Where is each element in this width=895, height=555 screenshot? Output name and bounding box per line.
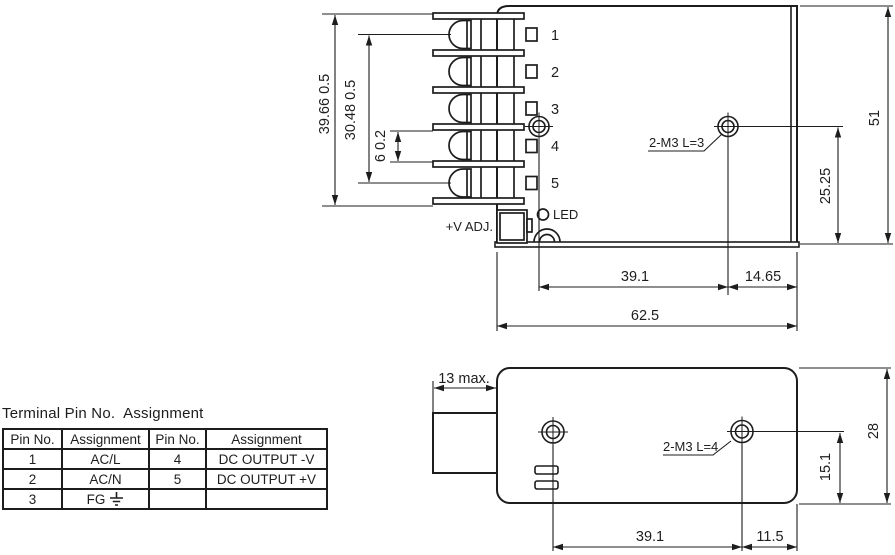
header-pin-no: Pin No.: [148, 428, 207, 450]
dim-hole-to-edge-side: 11.5: [756, 529, 783, 545]
pin-label-3: 3: [551, 102, 559, 118]
dim-pin-gap: 6 0.2: [373, 130, 389, 162]
led-indicator: [536, 208, 550, 221]
mounting-hole-icon: [538, 417, 568, 447]
assignment-cell: AC/N: [61, 468, 150, 490]
dim-case-height-side: 28: [866, 423, 882, 439]
terminal-block: [432, 12, 538, 205]
assignment-cell: AC/L: [61, 448, 150, 470]
screw-note-top: 2-M3 L=3: [649, 135, 704, 150]
pin-cell: 1: [2, 448, 63, 470]
dimensions-side-view: 13 max. 28 15.1 39.1 11.5 2-M3 L=4: [432, 367, 891, 551]
pin-assignment-table: Pin No. Assignment Pin No. Assignment 1 …: [2, 428, 328, 510]
assignment-cell: DC OUTPUT +V: [205, 468, 328, 490]
dim-pin-span: 30.48 0.5: [343, 80, 359, 140]
led-label: LED: [553, 207, 578, 222]
cable-bushing-icon: [533, 228, 561, 243]
terminal-pads: [525, 27, 538, 191]
case-outline-side: [432, 367, 798, 504]
screw-note-side: 2-M3 L=4: [663, 439, 718, 454]
side-view: 13 max. 28 15.1 39.1 11.5 2-M3 L=4: [432, 367, 891, 551]
earth-ground-icon: [110, 491, 124, 506]
header-pin-no: Pin No.: [2, 428, 63, 450]
pin-cell: 3: [2, 488, 63, 510]
dim-case-height: 51: [867, 110, 883, 126]
pin-table-header-row: Pin No. Assignment Pin No. Assignment: [2, 428, 328, 450]
dim-hole-span-side: 39.1: [636, 529, 664, 545]
pin-cell: 4: [148, 448, 207, 470]
header-assignment: Assignment: [61, 428, 150, 450]
table-row: 3 FG: [2, 488, 328, 510]
pin-label-1: 1: [551, 28, 559, 44]
dimensions-top-view: 39.66 0.5 30.48 0.5 6 0.2 51 25.25 39.1 …: [317, 5, 893, 331]
pin-cell: [148, 488, 207, 510]
assignment-cell: DC OUTPUT -V: [205, 448, 328, 470]
pin-label-5: 5: [551, 176, 559, 192]
mounting-hole-icon: [714, 112, 742, 141]
fg-label: FG: [86, 491, 106, 507]
assignment-cell: [205, 488, 328, 510]
terminal-screws: [448, 19, 472, 198]
pin-cell: 2: [2, 468, 63, 490]
header-assignment: Assignment: [205, 428, 328, 450]
vent-slots: [534, 465, 559, 490]
vadj-potentiometer: [496, 209, 533, 244]
dim-hole-offset-y-side: 15.1: [818, 453, 834, 481]
pin-label-4: 4: [551, 139, 559, 155]
table-row: 2 AC/N 5 DC OUTPUT +V: [2, 468, 328, 490]
pin-label-2: 2: [551, 65, 559, 81]
dim-hole-to-edge: 14.65: [745, 269, 781, 285]
assignment-cell: FG: [61, 488, 150, 510]
dim-hole-offset-y: 25.25: [818, 168, 834, 204]
pin-number-labels: 1 2 3 4 5: [551, 28, 559, 192]
table-row: 1 AC/L 4 DC OUTPUT -V: [2, 448, 328, 470]
dim-hole-span: 39.1: [621, 269, 649, 285]
vadj-label: +V ADJ.: [446, 219, 493, 234]
dim-case-width: 62.5: [631, 308, 659, 324]
top-view: 1 2 3 4 5 +V ADJ. LED: [317, 5, 893, 331]
mounting-hole-icon: [525, 112, 553, 141]
pin-cell: 5: [148, 468, 207, 490]
dim-terminal-depth: 13 max.: [438, 371, 490, 387]
pin-table-title: Terminal Pin No. Assignment: [2, 405, 204, 422]
terminal-separator-bars: [432, 12, 525, 205]
dim-terminal-height: 39.66 0.5: [317, 74, 333, 134]
